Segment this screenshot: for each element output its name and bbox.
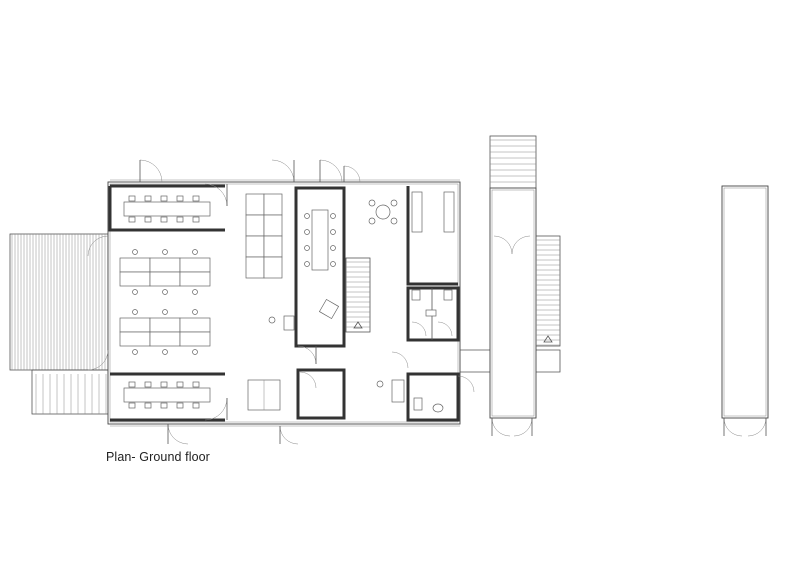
west-deck [9,233,109,371]
core-table [311,209,329,271]
meeting-table-north [123,201,211,217]
connecting-passage [460,349,561,373]
west-doors [87,235,109,371]
interior-stair [345,257,371,333]
southwest-meeting-room [110,372,228,445]
plan-caption: Plan- Ground floor [106,450,210,464]
south-toilet [406,372,475,422]
south-doors [279,425,299,445]
central-core-room [271,159,346,365]
southwest-exterior-stairs [31,369,109,415]
northwest-meeting-room [108,159,228,232]
east-annex [721,185,769,437]
kitchen [406,186,458,286]
middle-annex [489,135,561,437]
round-table [343,165,398,225]
open-office-desks [119,193,283,355]
toilets [391,286,460,369]
lounge-chair [268,298,340,331]
south-lounge [247,368,405,420]
meeting-table-south [123,387,211,403]
